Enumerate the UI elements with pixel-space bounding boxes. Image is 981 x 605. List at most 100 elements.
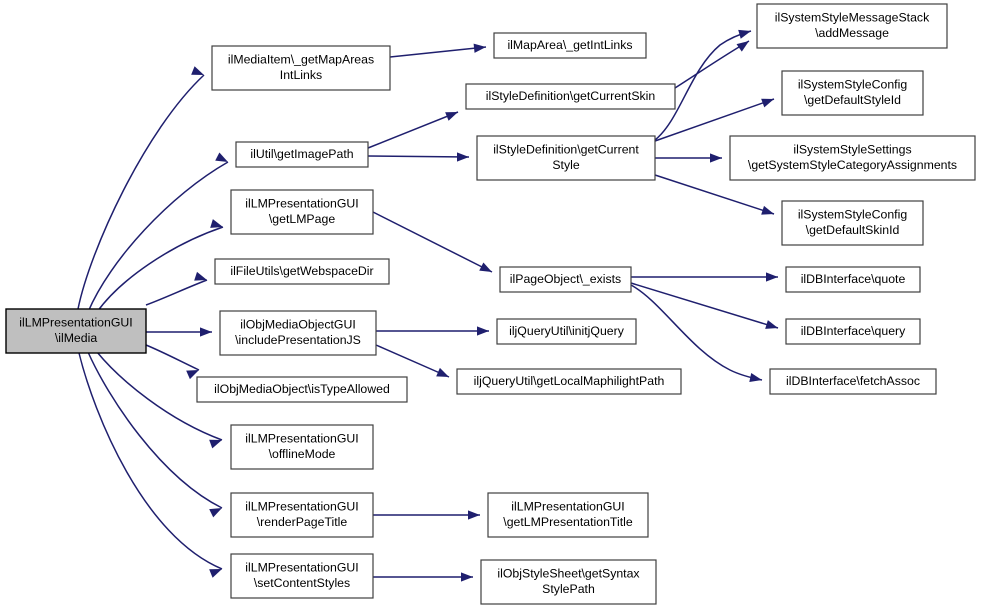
node-query[interactable]: ilDBInterface\query — [785, 318, 921, 345]
edge-setContentStyles-to-getSyntaxStylePath — [373, 572, 473, 582]
node-pageObjectExists[interactable]: ilPageObject\_exists — [499, 266, 632, 293]
node-offlineMode[interactable]: ilLMPresentationGUI\offlineMode — [230, 424, 374, 470]
node-box[interactable] — [214, 258, 390, 285]
node-getSystemStyleCategoryAssignments[interactable]: ilSystemStyleSettings\getSystemStyleCate… — [729, 135, 976, 181]
edge-line — [375, 344, 450, 378]
node-box[interactable] — [230, 424, 374, 470]
edge-root-to-getLMPage — [96, 219, 224, 313]
node-setContentStyles[interactable]: ilLMPresentationGUI\setContentStyles — [230, 553, 374, 599]
node-box[interactable] — [211, 45, 391, 91]
node-box[interactable] — [235, 141, 369, 168]
arrowhead-icon — [736, 41, 749, 52]
edge-includePresentationJS-to-getLocalMaphilightPath — [375, 344, 450, 378]
edge-line — [654, 174, 775, 215]
node-getDefaultStyleId[interactable]: ilSystemStyleConfig\getDefaultStyleId — [781, 70, 924, 116]
node-initjQuery[interactable]: iljQueryUtil\initjQuery — [496, 318, 637, 345]
node-renderPageTitle[interactable]: ilLMPresentationGUI\renderPageTitle — [230, 492, 374, 538]
edge-root-to-setContentStyles — [78, 352, 223, 578]
edge-line — [389, 46, 487, 58]
node-box[interactable] — [499, 266, 632, 293]
arrowhead-icon — [209, 569, 222, 578]
arrowhead-icon — [468, 510, 480, 520]
node-getLocalMaphilightPath[interactable]: iljQueryUtil\getLocalMaphilightPath — [456, 368, 682, 395]
arrowhead-icon — [761, 205, 774, 215]
arrowhead-icon — [200, 327, 212, 337]
arrowhead-icon — [209, 508, 222, 518]
edge-includePresentationJS-to-initjQuery — [376, 326, 489, 336]
node-box[interactable] — [230, 553, 374, 599]
arrowhead-icon — [194, 271, 207, 281]
node-box[interactable] — [769, 368, 937, 395]
node-isTypeAllowed[interactable]: ilObjMediaObject\isTypeAllowed — [196, 376, 408, 403]
node-box[interactable] — [230, 189, 374, 235]
edge-pageObjectExists-to-query — [630, 282, 779, 329]
node-getCurrentSkin[interactable]: ilStyleDefinition\getCurrentSkin — [465, 83, 676, 110]
node-box[interactable] — [785, 266, 921, 293]
arrowhead-icon — [215, 152, 228, 162]
edges-layer — [77, 29, 779, 582]
node-box[interactable] — [785, 318, 921, 345]
arrowhead-icon — [710, 153, 722, 163]
arrowhead-icon — [436, 367, 449, 377]
node-getLMPresentationTitle[interactable]: ilLMPresentationGUI\getLMPresentationTit… — [487, 492, 649, 538]
edge-pageObjectExists-to-fetchAssoc — [630, 284, 763, 383]
node-box[interactable] — [476, 135, 656, 181]
edge-getCurrentStyle-to-getDefaultStyleId — [654, 98, 775, 142]
node-box[interactable] — [781, 200, 924, 246]
edge-line — [145, 344, 200, 371]
node-getLMPage[interactable]: ilLMPresentationGUI\getLMPage — [230, 189, 374, 235]
edge-getImagePath-to-getCurrentSkin — [367, 111, 459, 149]
node-getWebspaceDir[interactable]: ilFileUtils\getWebspaceDir — [214, 258, 390, 285]
node-box[interactable] — [480, 559, 657, 605]
edge-getCurrentSkin-to-addMessage — [674, 40, 750, 89]
node-quote[interactable]: ilDBInterface\quote — [785, 266, 921, 293]
edge-line — [145, 279, 208, 306]
node-box[interactable] — [456, 368, 682, 395]
edge-line — [87, 161, 229, 313]
edge-getLMPage-to-pageObjectExists — [372, 211, 493, 273]
node-box[interactable] — [756, 3, 948, 49]
node-fetchAssoc[interactable]: ilDBInterface\fetchAssoc — [769, 368, 937, 395]
arrowhead-icon — [191, 66, 204, 75]
node-root[interactable]: ilLMPresentationGUI\ilMedia — [5, 308, 147, 354]
edge-line — [674, 40, 750, 89]
node-box[interactable] — [493, 32, 647, 59]
edge-getMapAreasIntLinks-to-getIntLinks — [389, 43, 487, 58]
arrowhead-icon — [186, 370, 199, 380]
node-box[interactable] — [729, 135, 976, 181]
node-box[interactable] — [219, 310, 377, 356]
edge-line — [87, 351, 223, 509]
edge-line — [654, 98, 775, 142]
edge-getCurrentStyle-to-getDefaultSkinId — [654, 174, 775, 215]
edge-line — [372, 211, 493, 273]
node-addMessage[interactable]: ilSystemStyleMessageStack\addMessage — [756, 3, 948, 49]
node-box[interactable] — [781, 70, 924, 116]
node-box[interactable] — [487, 492, 649, 538]
edge-root-to-offlineMode — [96, 351, 223, 449]
node-getDefaultSkinId[interactable]: ilSystemStyleConfig\getDefaultSkinId — [781, 200, 924, 246]
edge-line — [367, 155, 470, 158]
node-getImagePath[interactable]: ilUtil\getImagePath — [235, 141, 369, 168]
edge-line — [96, 226, 224, 313]
arrowhead-icon — [738, 29, 751, 39]
node-box[interactable] — [196, 376, 408, 403]
edge-getCurrentStyle-to-getSystemStyleCategoryAssignments — [655, 153, 722, 163]
edge-line — [367, 111, 459, 149]
node-box[interactable] — [496, 318, 637, 345]
arrowhead-icon — [761, 98, 774, 108]
arrowhead-icon — [766, 272, 778, 282]
node-getIntLinks[interactable]: ilMapArea\_getIntLinks — [493, 32, 647, 59]
node-includePresentationJS[interactable]: ilObjMediaObjectGUI\includePresentationJ… — [219, 310, 377, 356]
edge-root-to-getMapAreasIntLinks — [77, 66, 205, 310]
node-box[interactable] — [465, 83, 676, 110]
node-box[interactable] — [230, 492, 374, 538]
nodes-layer: ilLMPresentationGUI\ilMedia ilMediaItem\_… — [5, 3, 976, 605]
edge-root-to-getImagePath — [87, 152, 229, 313]
node-box[interactable] — [5, 308, 147, 354]
arrowhead-icon — [461, 572, 473, 582]
